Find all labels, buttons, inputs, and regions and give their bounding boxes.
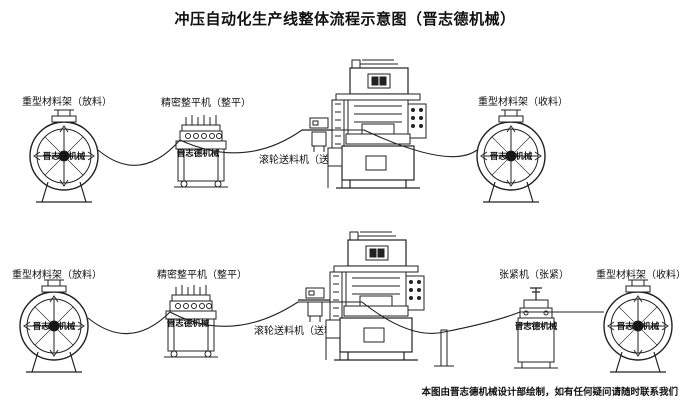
line2-feeder-label: 滚轮送料机（送料） (254, 326, 344, 337)
line1-decoiler-brand: 晋志德机械 (43, 151, 86, 162)
line2-recoiler-label: 重型材料架（收料） (596, 270, 686, 281)
line2-leveler-brand: 晋志德机械 (167, 318, 210, 329)
diagram-title: 冲压自动化生产线整体流程示意图（晋志德机械） (174, 10, 516, 28)
line1-strip (97, 129, 478, 166)
line2-guide-post (434, 329, 454, 367)
line2-press (325, 231, 425, 361)
line2-recoiler-brand: 晋志德机械 (617, 321, 660, 332)
line1-feeder (301, 117, 337, 153)
footer-note: 本图由晋志德机械设计部绘制，如有任何疑问请随时联系我们 (421, 387, 678, 398)
line1-leveler-label: 精密整平机（整平） (161, 98, 251, 109)
line1-press (327, 59, 427, 189)
line1-recoiler-label: 重型材料架（收料） (478, 97, 568, 108)
line1-recoiler-brand: 晋志德机械 (490, 151, 533, 162)
line1-decoiler-label: 重型材料架（放料） (22, 97, 112, 108)
line2-decoiler-brand: 晋志德机械 (33, 321, 76, 332)
line2-strip (87, 301, 604, 335)
line2-leveler-label: 精密整平机（整平） (157, 270, 247, 281)
line2-tensioner-brand: 晋志德机械 (515, 321, 558, 332)
line2-decoiler-label: 重型材料架（放料） (12, 270, 102, 281)
line1-leveler-brand: 晋志德机械 (177, 148, 220, 159)
line2-feeder (297, 287, 333, 323)
line2-tensioner-label: 张紧机（张紧） (499, 270, 569, 281)
line1-feeder-label: 滚轮送料机（送料） (259, 155, 349, 166)
